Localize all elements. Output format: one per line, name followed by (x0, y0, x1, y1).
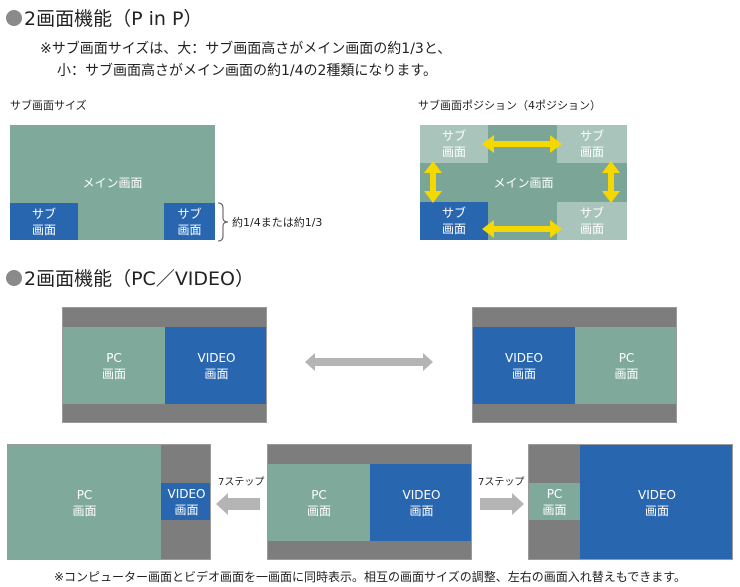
section-title-pc-video-text: 2画面機能（PC／VIDEO） (24, 268, 255, 290)
pc-screen: PC 画面 (63, 327, 165, 404)
video-screen: VIDEO 画面 (473, 327, 575, 404)
screen-label: 画面 (644, 504, 669, 518)
section-title-pc-video: 2画面機能（PC／VIDEO） (6, 264, 254, 291)
sub-position-top-left: サブ 画面 (420, 125, 488, 163)
sub-label-line2: 画面 (441, 222, 466, 236)
screen-label: 画面 (306, 503, 331, 518)
layout-video-large: PC 画面 VIDEO 画面 (528, 444, 733, 560)
position-diagram-caption: サブ画面ポジション（4ポジション） (418, 99, 601, 112)
screen-label: 画面 (72, 504, 97, 518)
video-label: VIDEO (637, 488, 676, 502)
pc-label: PC (546, 486, 563, 501)
arrow-bottom-horizontal-icon (482, 220, 562, 238)
step-label-right: 7ステップ (478, 477, 525, 488)
position-diagram: メイン画面 サブ 画面 サブ 画面 サブ 画面 サブ 画面 (420, 125, 627, 240)
sub-position-top-right: サブ 画面 (557, 125, 627, 163)
footer-note: ※コンピューター画面とビデオ画面を一画面に同時表示。相互の画面サイズの調整、左右… (54, 570, 687, 584)
sub-label-line1: サブ (177, 206, 202, 221)
sub-screen-left: サブ 画面 (10, 203, 78, 240)
video-label: VIDEO (167, 486, 206, 501)
size-diagram-caption: サブ画面サイズ (10, 99, 87, 112)
step-label-left: 7ステップ (218, 477, 265, 488)
sub-screen-right: サブ 画面 (164, 203, 215, 240)
screen-label: 画面 (614, 366, 639, 381)
swap-arrow-icon (305, 353, 433, 371)
sub-label-line2: 画面 (31, 222, 56, 237)
screen-label: 画面 (409, 503, 434, 518)
pc-label: PC (106, 350, 122, 365)
pinp-note-line1: ※サブ画面サイズは、大：サブ画面高さがメイン画面の約1/3と、 (40, 41, 452, 57)
screen-label: 画面 (511, 366, 536, 381)
sub-label-line1: サブ (579, 206, 604, 220)
size-diagram: メイン画面 サブ 画面 サブ 画面 (10, 125, 215, 240)
pc-screen: PC 画面 (575, 327, 676, 404)
sub-label-line1: サブ (31, 206, 56, 221)
sub-label-line1: サブ (579, 129, 604, 143)
layout-video-left-pc-right: VIDEO 画面 PC 画面 (472, 307, 677, 423)
pc-label: PC (76, 488, 93, 502)
arrow-left-icon (216, 493, 260, 515)
screen-label: 画面 (174, 502, 199, 517)
main-screen-label: メイン画面 (82, 176, 143, 190)
pc-screen: PC 画面 (268, 464, 370, 541)
main-screen-label: メイン画面 (493, 175, 554, 190)
pc-screen: PC 画面 (8, 445, 161, 559)
position-arrows (424, 135, 620, 238)
sub-label-line2: 画面 (441, 145, 466, 159)
section-title-pinp: 2画面機能（P in P） (6, 4, 202, 31)
layout-pc-left-video-right: PC 画面 VIDEO 画面 (62, 307, 267, 423)
pc-label: PC (618, 350, 635, 365)
arrow-right-icon (480, 493, 524, 515)
screen-label: 画面 (101, 366, 126, 381)
bullet-icon (6, 269, 22, 286)
arrow-right-vertical-icon (602, 161, 620, 203)
layout-pc-large: PC 画面 VIDEO 画面 (7, 444, 211, 560)
video-screen: VIDEO 画面 (580, 445, 732, 559)
pc-screen: PC 画面 (529, 483, 580, 520)
layout-pc-video-equal: PC 画面 VIDEO 画面 (267, 444, 472, 560)
pinp-note-line2: 小：サブ画面高さがメイン画面の約1/4の2種類になります。 (57, 63, 438, 79)
screen-label: 画面 (542, 502, 567, 517)
video-screen: VIDEO 画面 (370, 464, 471, 541)
sub-label-line2: 画面 (579, 145, 604, 159)
sub-position-bottom-left: サブ 画面 (420, 202, 488, 240)
brace-label: 約1/4または約1/3 (232, 216, 323, 229)
brace-icon (217, 202, 229, 242)
sub-label-line2: 画面 (579, 222, 604, 236)
bullet-icon (6, 9, 22, 26)
video-label: VIDEO (197, 350, 236, 365)
sub-label-line1: サブ (441, 206, 466, 220)
sub-label-line2: 画面 (177, 222, 202, 237)
arrow-left-vertical-icon (424, 161, 442, 203)
video-label: VIDEO (504, 350, 543, 365)
section-title-pinp-text: 2画面機能（P in P） (24, 8, 203, 30)
video-label: VIDEO (402, 487, 441, 502)
video-screen: VIDEO 画面 (161, 483, 210, 520)
arrow-top-horizontal-icon (482, 135, 562, 153)
video-screen: VIDEO 画面 (165, 327, 266, 404)
sub-position-bottom-right: サブ 画面 (557, 202, 627, 240)
pc-label: PC (311, 487, 327, 502)
sub-label-line1: サブ (441, 129, 466, 143)
screen-label: 画面 (204, 366, 229, 381)
